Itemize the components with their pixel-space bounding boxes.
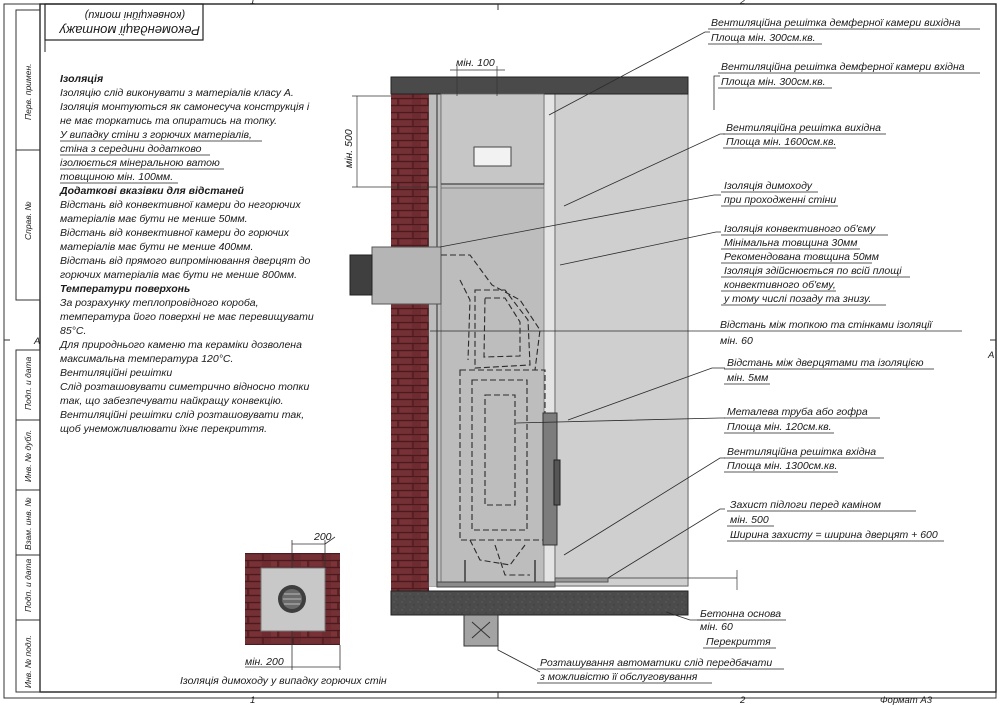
callout-floor-protection: Захист підлоги перед каміном bbox=[730, 499, 881, 511]
zone-label-bottom-2: 2 bbox=[739, 695, 746, 706]
callout-convective-rec: Рекомендована товщина 50мм bbox=[724, 251, 879, 263]
note-text: Вентиляційні решітки слід розташовувати … bbox=[60, 409, 304, 421]
callout-outlet-grille-area: Площа мін. 1600см.кв. bbox=[726, 136, 836, 148]
zone-label-left-a: A bbox=[33, 336, 40, 347]
note-text: стіна з середини додатково bbox=[60, 143, 202, 155]
stamp-podp-data-1: Подп. и дата bbox=[23, 357, 33, 410]
chimney-detail: 200 мін. 200 Ізоляція димоходу у випадку… bbox=[180, 531, 387, 687]
stamp-podp-data-2: Подп. и дата bbox=[23, 559, 33, 612]
callout-inlet-grille: Вентиляційна решітка вхідна bbox=[727, 446, 876, 458]
stamp-sprav-no: Справ. № bbox=[23, 201, 33, 240]
dim-min-100: мін. 100 bbox=[456, 57, 495, 69]
callout-firebox-gap: Відстань між топкою та стінками ізоляції bbox=[720, 319, 933, 331]
callout-floor-protection-min: мін. 500 bbox=[730, 514, 769, 526]
callout-automation-service: з можливістю її обслуговування bbox=[539, 671, 698, 683]
callout-floor-protection-width: Ширина захисту = ширина дверцят + 600 bbox=[730, 529, 938, 541]
note-text: У випадку стіни з горючих матеріалів, bbox=[59, 129, 252, 141]
callout-damper-outlet-area: Площа мін. 300см.кв. bbox=[711, 32, 816, 44]
note-text: Відстань від конвективної камери до него… bbox=[60, 199, 301, 211]
callout-door-gap: Відстань між дверцятами та ізоляцією bbox=[727, 357, 924, 369]
brick-wall bbox=[391, 94, 429, 591]
stamp-inv-podl: Инв. № подл. bbox=[23, 635, 33, 688]
zone-label-top-1: 1 bbox=[250, 0, 255, 7]
note-text: Відстань від конвективної камери до горю… bbox=[60, 227, 290, 239]
callout-concrete-base: Бетонна основа bbox=[700, 608, 781, 620]
note-text: матеріалів має бути не менше 50мм. bbox=[60, 213, 248, 225]
dim-200: 200 bbox=[313, 531, 332, 543]
callout-outlet-grille: Вентиляційна решітка вихідна bbox=[726, 122, 881, 134]
callout-damper-inlet: Вентиляційна решітка демферної камери вх… bbox=[721, 61, 965, 73]
callout-ceiling: Перекриття bbox=[706, 636, 771, 648]
callout-convective-insulation: Ізоляція конвективного об'єму bbox=[724, 223, 876, 235]
callout-convective-area: Ізоляція здійснюється по всій площі bbox=[724, 265, 902, 277]
damper-vent-grille bbox=[473, 146, 512, 167]
chimney-caption: Ізоляція димоходу у випадку горючих стін bbox=[180, 675, 387, 687]
note-text: Ізоляцію слід виконувати з матеріалів кл… bbox=[60, 87, 294, 99]
callout-convective-behind: у тому числі позаду та знизу. bbox=[723, 293, 871, 305]
distances-heading: Додаткові вказівки для відстаней bbox=[59, 185, 245, 197]
callout-inlet-grille-area: Площа мін. 1300см.кв. bbox=[727, 460, 837, 472]
title-line-2: (конвекційні топки) bbox=[84, 9, 185, 21]
side-stamp: Перв. примен. Справ. № Подп. и дата Инв.… bbox=[15, 9, 41, 693]
stamp-vzam-inv: Взам. инв. № bbox=[23, 497, 33, 550]
note-text: так, що забезпечувати найкращу конвекцію… bbox=[60, 395, 284, 407]
callout-door-gap-min: мін. 5мм bbox=[727, 372, 768, 384]
installation-notes: Ізоляція Ізоляцію слід виконувати з мате… bbox=[59, 73, 314, 435]
note-text: ізолюється мінеральною ватою bbox=[60, 157, 220, 169]
note-text: 85°С. bbox=[60, 325, 86, 337]
callout-metal-pipe-area: Площа мін. 120см.кв. bbox=[727, 421, 832, 433]
note-text: Слід розташовувати симетрично відносно т… bbox=[60, 381, 310, 393]
callout-metal-pipe: Металева труба або гофра bbox=[727, 406, 868, 418]
stamp-perv-primen: Перв. примен. bbox=[23, 64, 33, 121]
callout-concrete-base-min: мін. 60 bbox=[700, 621, 733, 633]
stamp-inv-dubl: Инв. № дубл. bbox=[23, 430, 33, 482]
concrete-base bbox=[390, 590, 689, 616]
vent-heading: Вентиляційні решітки bbox=[60, 367, 172, 379]
callout-convective-min: Мінімальна товщина 30мм bbox=[724, 237, 857, 249]
callout-damper-inlet-area: Площа мін. 300см.кв. bbox=[721, 76, 826, 88]
title-line-1: Рекомендації монтажу bbox=[58, 23, 200, 38]
isolation-heading: Ізоляція bbox=[60, 73, 103, 85]
title-block: Рекомендації монтажу (конвекційні топки) bbox=[44, 3, 204, 52]
flue-pipe bbox=[371, 246, 442, 305]
note-text: щоб унеможливлювати їхнє перекриття. bbox=[60, 423, 267, 435]
callout-firebox-gap-min: мін. 60 bbox=[720, 335, 753, 347]
callouts: Вентиляційна решітка демферної камери ви… bbox=[537, 17, 980, 684]
dim-min-200: мін. 200 bbox=[245, 656, 284, 668]
note-text: Для природнього каменю та кераміки дозво… bbox=[59, 339, 302, 351]
format-label: Формат А3 bbox=[880, 695, 933, 706]
note-text: За розрахунку теплопровідного короба, bbox=[60, 297, 259, 309]
note-text: матеріалів має бути не менше 400мм. bbox=[60, 241, 253, 253]
note-text: Відстань від прямого випромінювання двер… bbox=[60, 255, 311, 267]
note-text: не має торкатись та опиратись на топку. bbox=[60, 115, 277, 127]
callout-chimney-insulation-wall: при проходженні стіни bbox=[724, 194, 836, 206]
note-text: горючих матеріалів має бути не менше 800… bbox=[60, 269, 297, 281]
temperature-heading: Температури поверхонь bbox=[60, 283, 190, 295]
zone-label-bottom-1: 1 bbox=[250, 695, 255, 706]
note-text: товщиною мін. 100мм. bbox=[60, 171, 173, 183]
dim-min-500: мін. 500 bbox=[343, 129, 355, 168]
callout-damper-outlet: Вентиляційна решітка демферної камери ви… bbox=[711, 17, 961, 29]
top-slab bbox=[390, 76, 689, 95]
note-text: температура його поверхні не має перевищ… bbox=[60, 311, 314, 323]
firebox-dashed bbox=[441, 254, 546, 576]
callout-convective-volume: конвективного об'єму, bbox=[724, 279, 836, 291]
zone-label-right-a: A bbox=[987, 350, 994, 361]
note-text: Ізоляція монтуються як самонесуча констр… bbox=[60, 101, 310, 113]
note-text: максимальна температура 120°С. bbox=[60, 353, 233, 365]
callout-automation: Розташування автоматики слід передбачати bbox=[540, 657, 772, 669]
callout-chimney-insulation: Ізоляція димоходу bbox=[724, 180, 813, 192]
fireplace-section: мін. 100 мін. 500 bbox=[343, 57, 738, 647]
zone-label-top-2: 2 bbox=[739, 0, 746, 7]
